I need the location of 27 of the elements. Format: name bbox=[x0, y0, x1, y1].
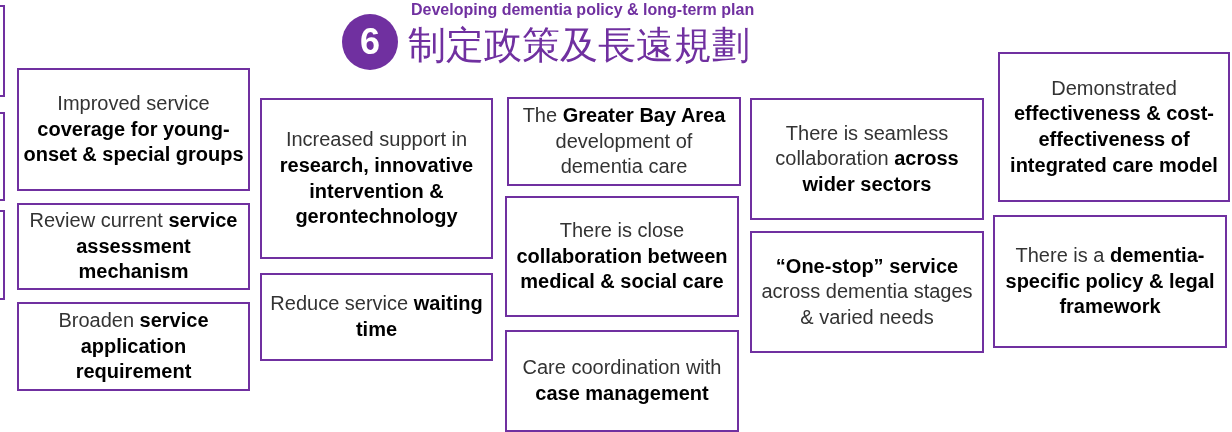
outcome-text: Demonstrated effectiveness & cost-effectiveness of integrated care model bbox=[1009, 75, 1219, 178]
outcome-box bbox=[998, 52, 1230, 202]
outcome-box bbox=[260, 273, 493, 361]
number-badge: 6 bbox=[342, 14, 398, 70]
outcome-text: There is seamless collaboration across wider sectors bbox=[774, 120, 960, 197]
outcome-text: Improved service coverage for young-onset & special groups bbox=[22, 91, 245, 168]
outcome-text: There is a dementia-specific policy & legal framework bbox=[1004, 243, 1216, 320]
outcome-text: “One-stop” service across dementia stages & varied needs bbox=[760, 253, 974, 330]
outcome-box bbox=[750, 98, 984, 220]
outcome-text: Care coordination with case management bbox=[521, 355, 723, 406]
outcome-text: Increased support in research, innovative intervention & gerontechnology bbox=[278, 127, 475, 230]
outcome-box bbox=[505, 330, 739, 432]
title: 制定政策及長遠規劃 bbox=[408, 22, 750, 69]
outcome-text: Broaden service application requirement bbox=[57, 308, 210, 385]
subtitle: Developing dementia policy & long-term plan bbox=[411, 1, 755, 19]
outcome-text: There is close collaboration between medical & social care bbox=[515, 218, 729, 295]
outcome-box bbox=[17, 302, 250, 391]
outcome-box bbox=[17, 203, 250, 290]
outcome-box bbox=[993, 215, 1227, 348]
outcome-box bbox=[505, 196, 739, 317]
outcome-text: Reduce service waiting time bbox=[269, 291, 484, 342]
outcome-box bbox=[17, 68, 250, 191]
outcome-text: Review current service assessment mechanism bbox=[28, 208, 239, 285]
outcome-box bbox=[750, 231, 984, 353]
outcome-box bbox=[507, 97, 741, 186]
outcome-box bbox=[260, 98, 493, 259]
outcome-text: The Greater Bay Area development of dementia care bbox=[521, 103, 727, 180]
